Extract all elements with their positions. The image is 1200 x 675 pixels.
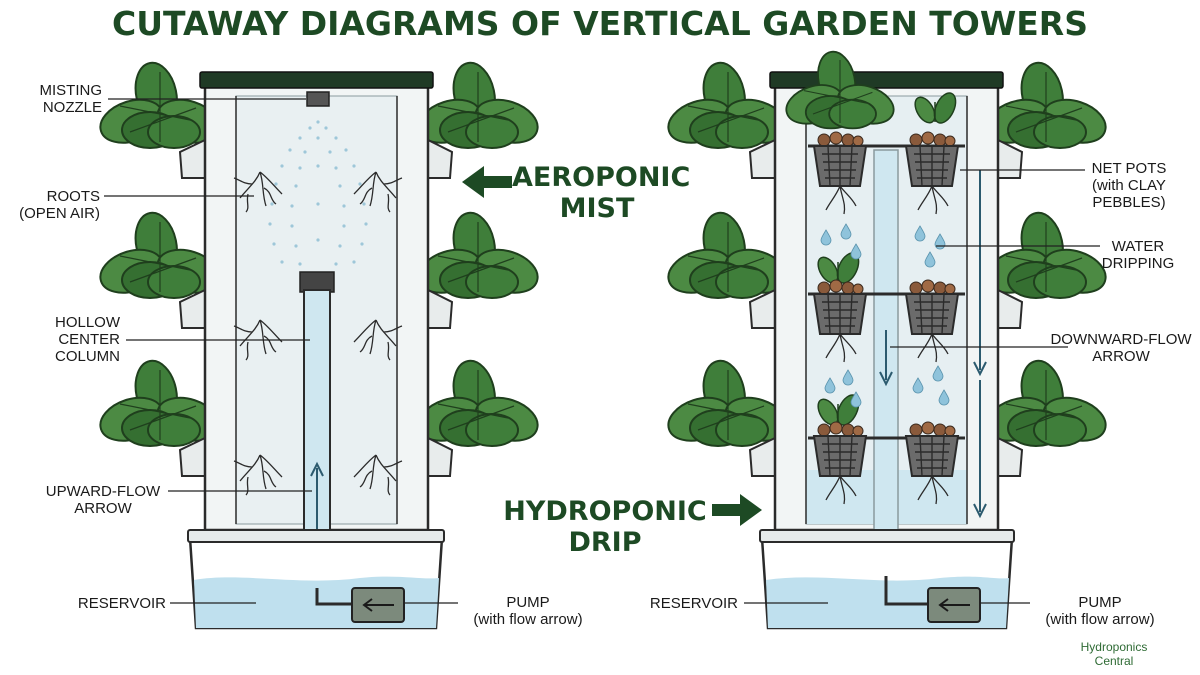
label-roots: ROOTS (OPEN AIR) [19,188,100,222]
callout-hydroponic-drip: HYDROPONIC DRIP [503,496,707,558]
page-title: CUTAWAY DIAGRAMS OF VERTICAL GARDEN TOWE… [112,4,1088,43]
leaf-cluster [661,207,795,302]
aeroponic-tower [93,57,545,630]
label-pump-left: PUMP (with flow arrow) [473,594,583,628]
hydroponic-tower [661,47,1113,630]
tower-cap [199,71,434,89]
label-net-pots: NET POTS (with CLAY PEBBLES) [1091,160,1167,211]
label-hollow-center-column: HOLLOW CENTER COLUMN [54,314,120,365]
misting-nozzle [306,91,330,107]
aeroponic-arrow-icon [462,166,512,198]
label-pump-right: PUMP (with flow arrow) [1045,594,1155,628]
label-downward-flow-arrow: DOWNWARD-FLOW ARROW [1050,331,1192,365]
leaf-cluster [661,355,795,450]
leaf-cluster [411,355,545,450]
tower-cap [769,71,1004,89]
label-reservoir-left: RESERVOIR [77,595,166,612]
hydroponic-arrow-icon [712,494,762,526]
leaf-cluster [979,355,1113,450]
label-upward-flow-arrow: UPWARD-FLOW ARROW [45,483,161,517]
label-reservoir-right: RESERVOIR [649,595,738,612]
label-water-dripping: WATER DRIPPING [1101,238,1175,272]
callout-aeroponic-mist: AEROPONIC MIST [512,162,691,224]
brand-watermark: Hydroponics Central [1080,640,1148,668]
label-misting-nozzle: MISTING NOZZLE [39,82,103,116]
